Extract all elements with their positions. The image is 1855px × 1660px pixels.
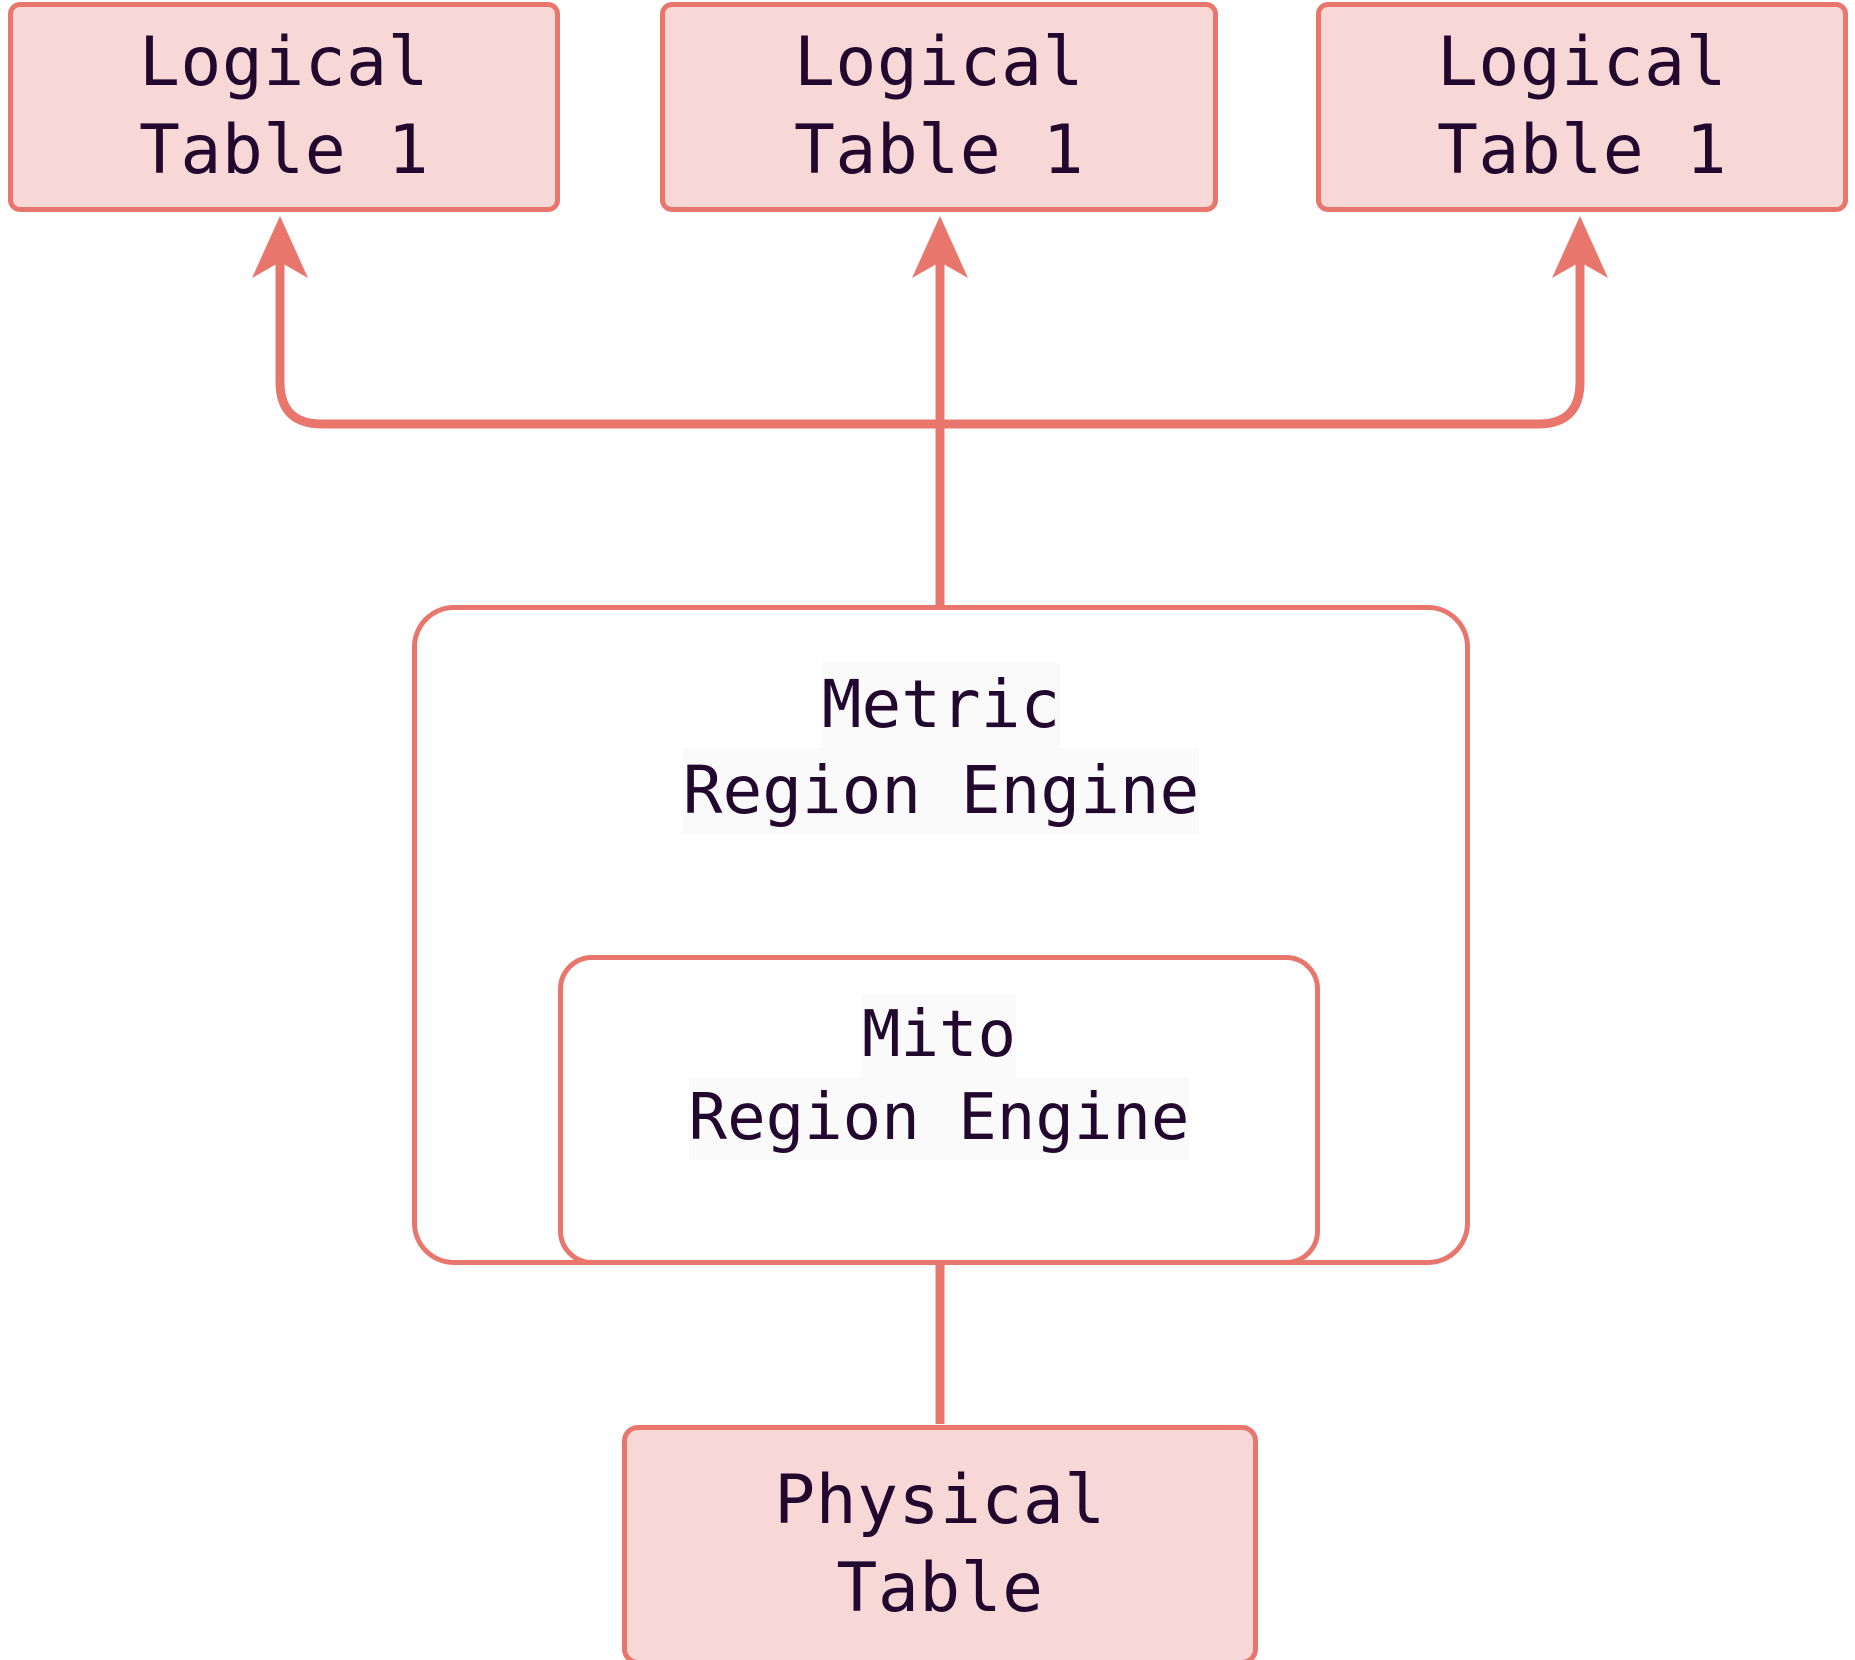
arrowhead-logical-1b xyxy=(912,216,968,278)
logical-table-1a-node[interactable]: Logical Table 1 xyxy=(8,2,560,212)
logical-table-1a-line-1: Logical xyxy=(138,22,430,102)
arrowhead-logical-1c xyxy=(1552,216,1608,278)
edge-metric-to-logical-1c xyxy=(942,262,1585,429)
physical-table-line-1: Physical xyxy=(774,1460,1106,1540)
physical-table-node[interactable]: Physical Table xyxy=(622,1425,1258,1660)
mito-region-engine-line-2: Region Engine xyxy=(688,1077,1190,1161)
mito-region-engine-line-1: Mito xyxy=(861,994,1017,1078)
logical-table-1c-node[interactable]: Logical Table 1 xyxy=(1316,2,1848,212)
physical-table-line-2: Table xyxy=(836,1549,1044,1628)
logical-table-1a-line-2: Table 1 xyxy=(138,111,430,190)
logical-table-1c-line-1: Logical xyxy=(1436,22,1728,102)
logical-table-1b-line-2: Table 1 xyxy=(793,111,1085,190)
logical-table-1b-node[interactable]: Logical Table 1 xyxy=(660,2,1218,212)
edge-metric-to-logical-1a xyxy=(275,262,938,429)
logical-table-1c-line-2: Table 1 xyxy=(1436,111,1728,190)
metric-region-engine-line-2: Region Engine xyxy=(682,747,1200,834)
logical-table-1b-line-1: Logical xyxy=(793,22,1085,102)
metric-region-engine-line-1: Metric xyxy=(821,662,1061,748)
mito-region-engine-node[interactable]: Mito Region Engine xyxy=(558,955,1320,1265)
arrowhead-logical-1a xyxy=(252,216,308,278)
